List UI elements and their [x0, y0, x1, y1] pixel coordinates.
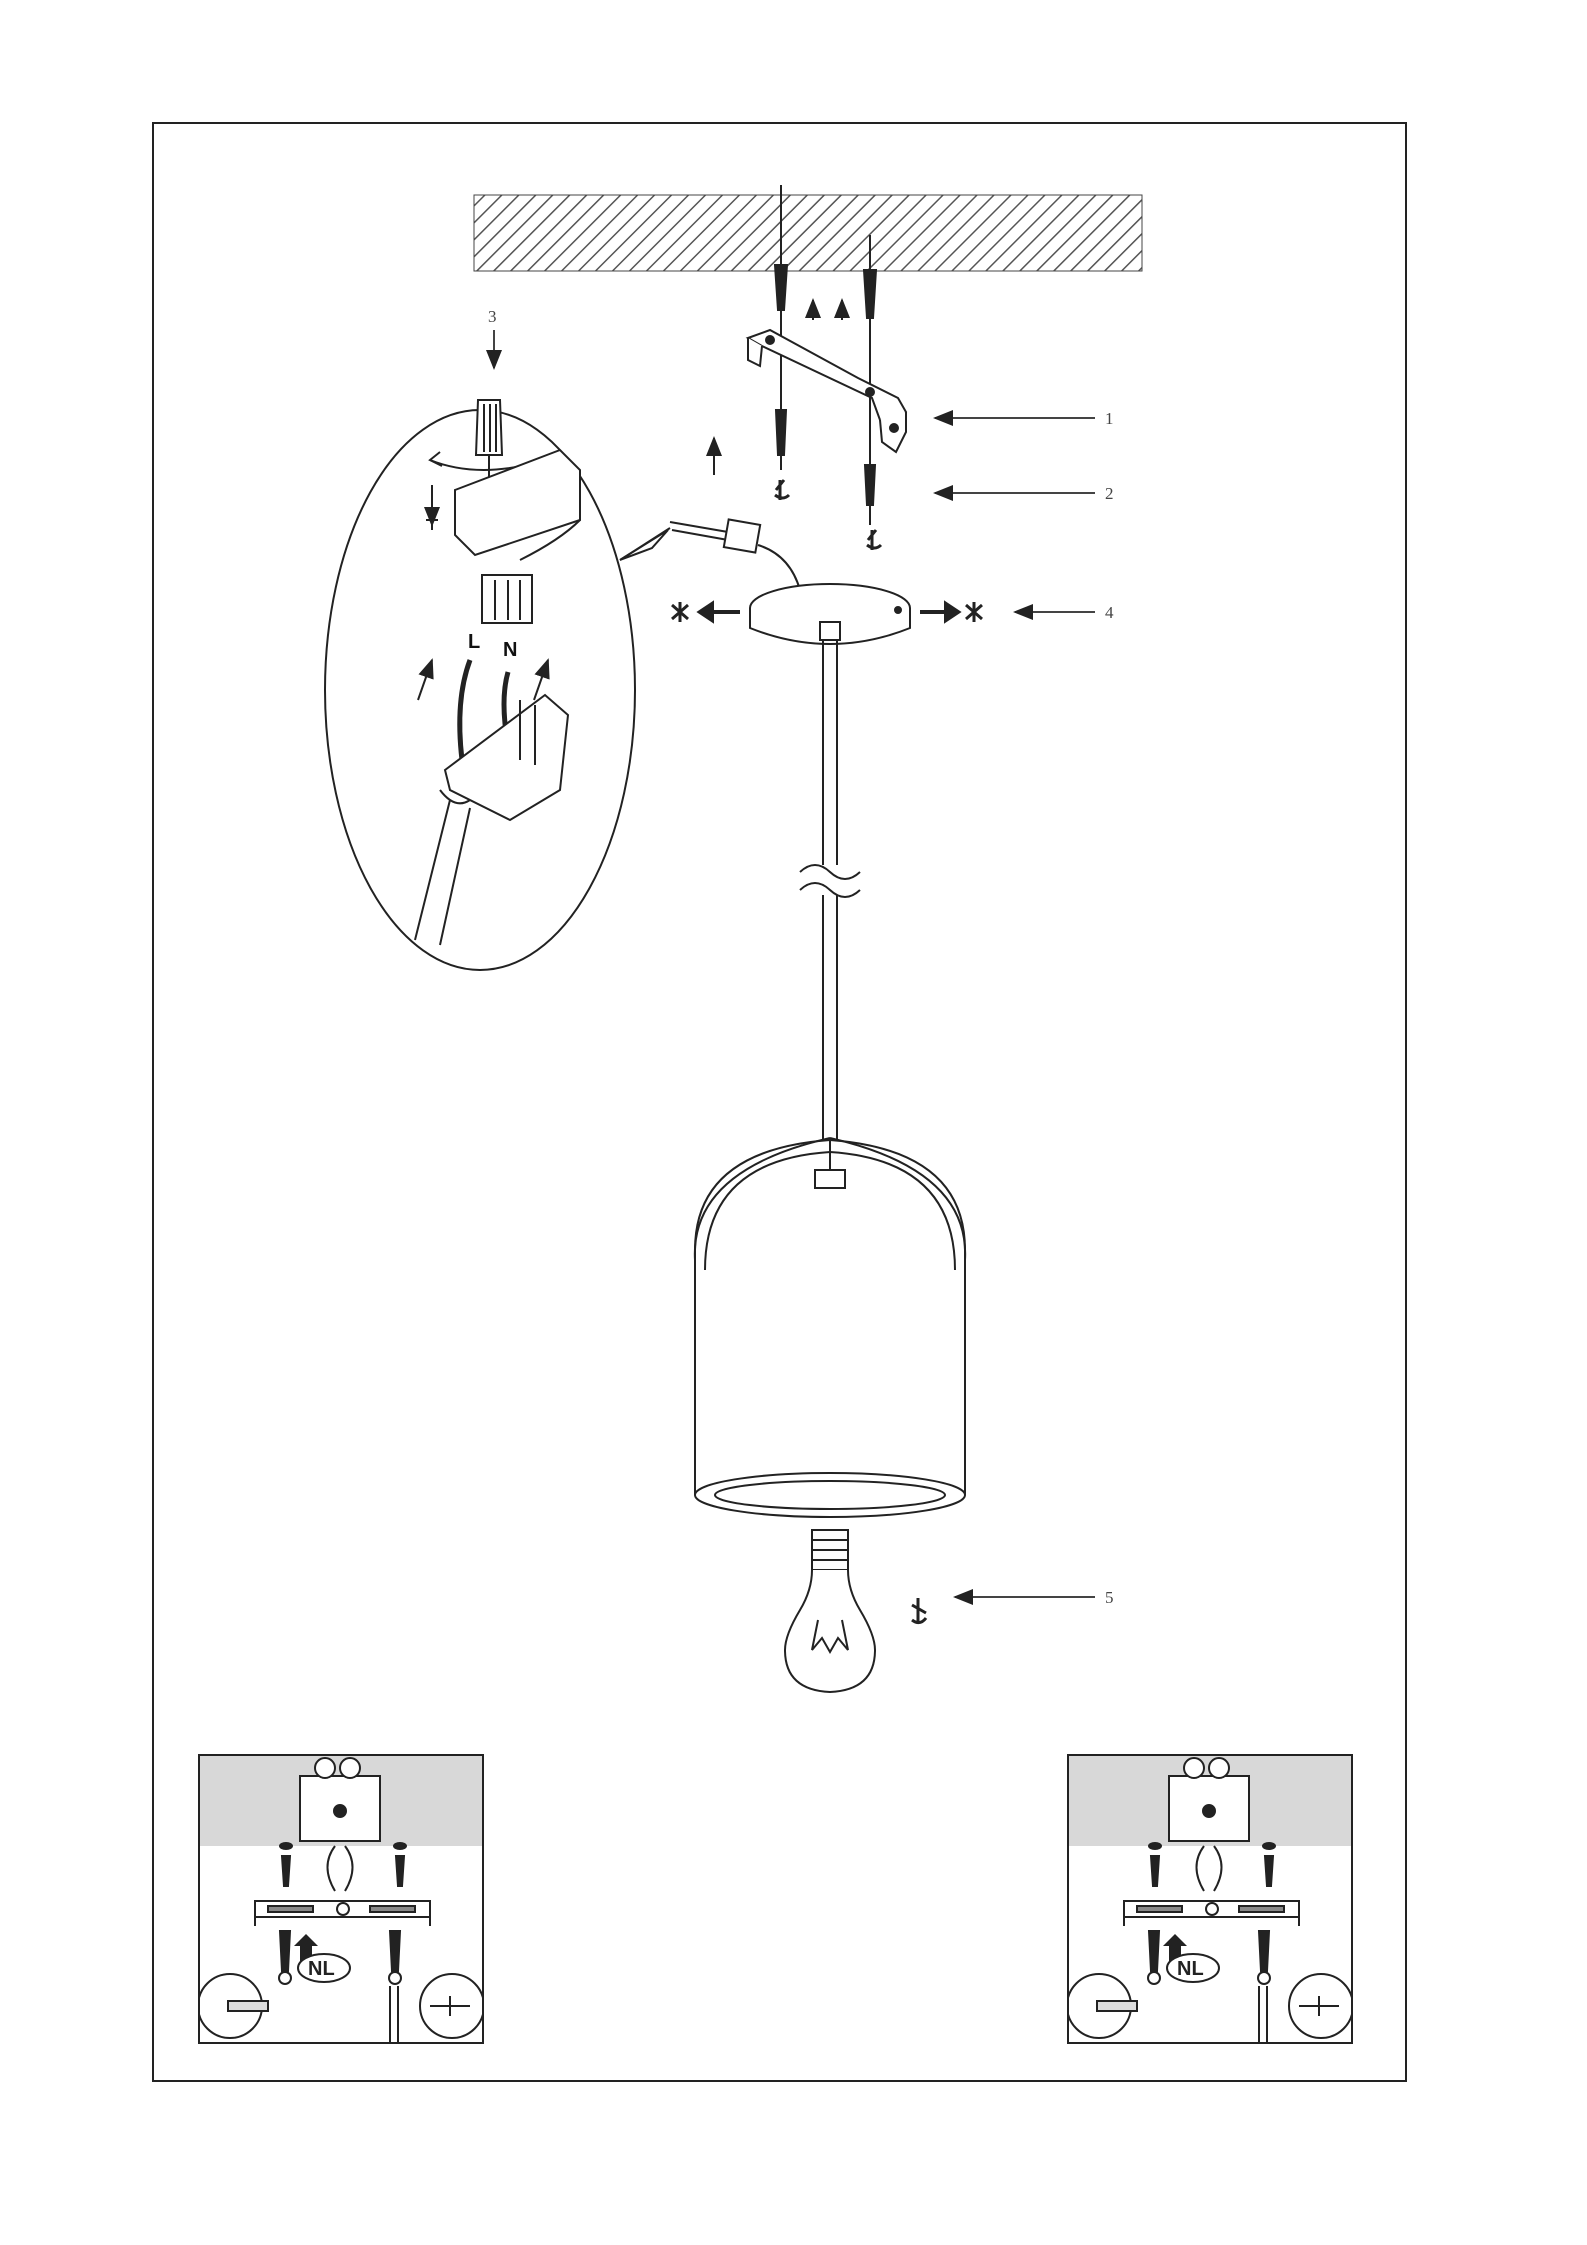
- terminal-connector: [670, 519, 800, 590]
- screwdriver-detail: [1259, 1974, 1353, 2044]
- suspension-cable: [800, 640, 860, 1140]
- wires: [328, 1846, 353, 1891]
- up-arrow-icon: [813, 300, 842, 320]
- wall-plugs: [280, 1843, 406, 1886]
- lamp-shade: [695, 1138, 965, 1517]
- callout-2: 2: [1105, 484, 1114, 503]
- screw-head-icon: [912, 1598, 926, 1623]
- inset-mounting-guide-left: NL: [198, 1754, 484, 2044]
- drill-detail: [200, 1974, 268, 2038]
- inset-mounting-guide-right: NL: [1067, 1754, 1353, 2044]
- light-bulb: [785, 1530, 875, 1692]
- wall-plugs: [1149, 1843, 1275, 1886]
- screws: [776, 410, 875, 505]
- neutral-label: N: [503, 639, 517, 661]
- nl-badge-text: NL: [1177, 1958, 1204, 1980]
- ceiling: [474, 195, 1142, 271]
- mounting-bracket: [748, 330, 906, 452]
- wires: [1197, 1846, 1222, 1891]
- screwdriver-detail: [390, 1974, 484, 2044]
- nl-badge-text: NL: [308, 1958, 335, 1980]
- screw-head-icon: [775, 480, 881, 550]
- ceiling-canopy: [750, 584, 910, 644]
- live-label: L: [468, 631, 480, 653]
- callout-3: 3: [488, 307, 497, 326]
- callout-5: 5: [1105, 1588, 1114, 1607]
- mounting-bracket: [255, 1901, 430, 1926]
- mounting-bracket: [1124, 1901, 1299, 1926]
- drill-detail: [1069, 1974, 1137, 2038]
- callout-1: 1: [1105, 409, 1114, 428]
- callout-4: 4: [1105, 603, 1114, 622]
